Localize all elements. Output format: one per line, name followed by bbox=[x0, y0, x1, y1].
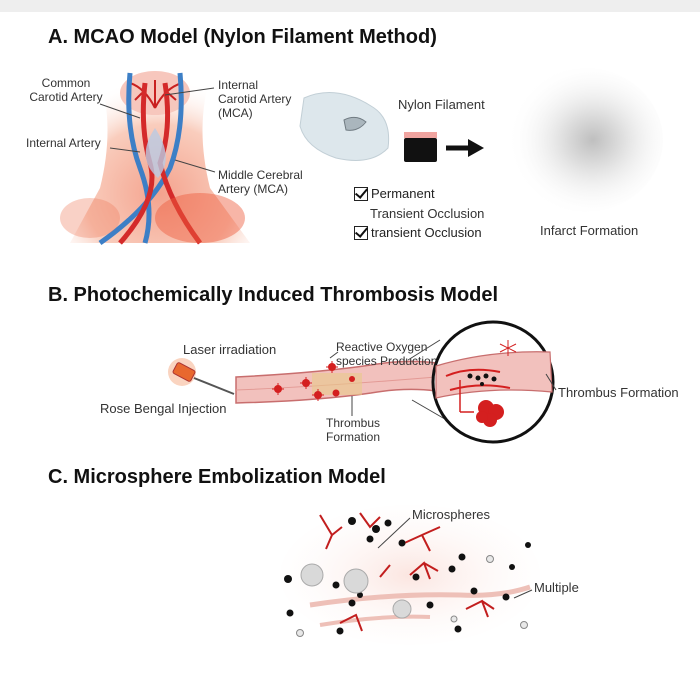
microsphere-vessels-illustration bbox=[280, 505, 540, 645]
label-transient-occlusion: Transient Occlusion bbox=[370, 206, 485, 221]
nylon-filament-icon bbox=[404, 132, 484, 162]
option-transient-occlusion: transient Occlusion bbox=[354, 225, 482, 240]
label-infarct-formation: Infarct Formation bbox=[540, 223, 639, 238]
label-internal-artery: Internal Artery bbox=[26, 136, 101, 150]
section-a-title: A. MCAO Model (Nylon Filament Method) bbox=[48, 26, 437, 48]
label-thrombus-formation-right: Thrombus Formation bbox=[558, 385, 679, 400]
label-microspheres: Microspheres bbox=[412, 507, 491, 522]
option-transient-occlusion-label: transient Occlusion bbox=[371, 225, 482, 240]
label-nylon-filament: Nylon Filament bbox=[398, 97, 485, 112]
label-laser-irradiation: Laser irradiation bbox=[183, 342, 277, 357]
option-permanent: Permanent bbox=[354, 186, 435, 201]
label-common-carotid-artery: Common Carotid Artery bbox=[29, 76, 103, 104]
syringe-icon bbox=[168, 358, 235, 395]
label-middle-cerebral-artery: Middle Cerebral Artery (MCA) bbox=[218, 168, 303, 196]
section-b-title: B. Photochemically Induced Thrombosis Mo… bbox=[48, 284, 499, 306]
section-c-title: C. Microsphere Embolization Model bbox=[48, 466, 386, 488]
gloved-hand-illustration bbox=[299, 92, 390, 161]
label-multiple: Multiple bbox=[534, 580, 579, 595]
label-ros-production: Reactive Oxygen species Production bbox=[336, 340, 438, 368]
checkbox-transient-occlusion-icon bbox=[354, 225, 368, 240]
brain-infarct-illustration bbox=[507, 68, 663, 212]
checkbox-permanent-icon bbox=[354, 186, 368, 201]
label-rose-bengal-injection: Rose Bengal Injection bbox=[100, 401, 227, 416]
label-internal-carotid-artery: Internal Carotid Artery (MCA) bbox=[218, 78, 292, 120]
neck-anatomy-illustration bbox=[60, 71, 250, 246]
label-thrombus-formation-center: Thrombus Formation bbox=[325, 416, 381, 444]
option-permanent-label: Permanent bbox=[371, 186, 435, 201]
top-bar bbox=[0, 0, 700, 12]
